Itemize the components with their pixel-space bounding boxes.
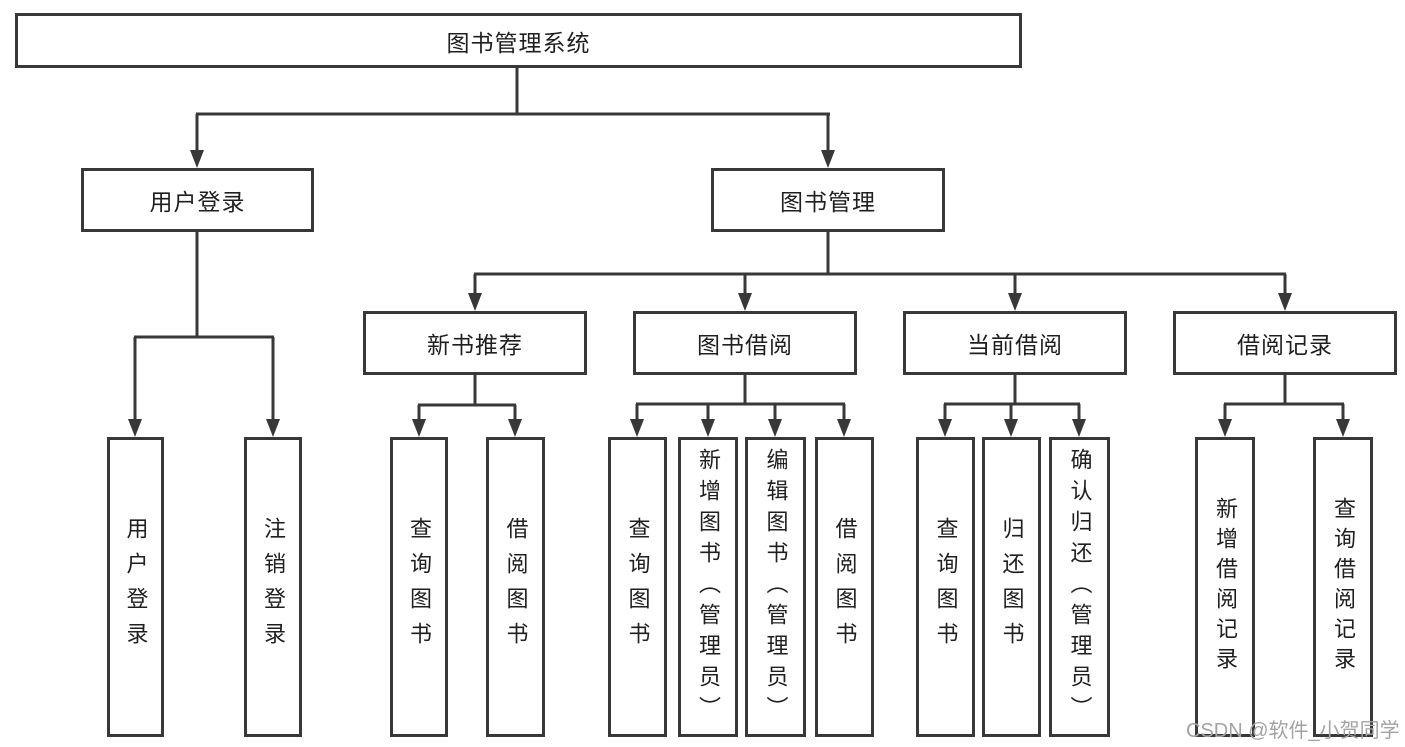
node-root-label: 图书管理系统	[446, 29, 591, 56]
leaf-recommend-query-books: 查询图书	[390, 437, 448, 737]
node-book-management: 图书管理	[711, 168, 945, 232]
leaf-logout-label: 注销登录	[261, 517, 286, 657]
leaf-recommend-query-books-label: 查询图书	[407, 517, 432, 657]
node-new-book-recommend-label: 新书推荐	[427, 332, 523, 358]
node-book-borrow-label: 图书借阅	[697, 332, 793, 358]
leaf-return-books-label: 归还图书	[999, 517, 1025, 657]
leaf-edit-books-admin-label: 编辑图书（管理员）	[763, 447, 789, 727]
node-user-login-label: 用户登录	[149, 189, 246, 215]
leaf-confirm-return-admin: 确认归还（管理员）	[1049, 437, 1110, 737]
node-current-borrow-label: 当前借阅	[967, 332, 1063, 358]
node-new-book-recommend: 新书推荐	[363, 311, 587, 375]
node-user-login: 用户登录	[81, 168, 314, 232]
leaf-recommend-borrow-books: 借阅图书	[486, 437, 545, 737]
leaf-logout: 注销登录	[244, 437, 302, 737]
node-root: 图书管理系统	[15, 13, 1022, 68]
node-current-borrow: 当前借阅	[903, 311, 1127, 375]
leaf-confirm-return-admin-label: 确认归还（管理员）	[1067, 447, 1093, 727]
leaf-borrow-query-books: 查询图书	[608, 437, 667, 737]
leaf-recommend-borrow-books-label: 借阅图书	[503, 517, 529, 657]
leaf-query-borrow-record-label: 查询借阅记录	[1331, 497, 1356, 677]
leaf-add-books-admin-label: 新增图书（管理员）	[696, 447, 721, 727]
leaf-add-borrow-record: 新增借阅记录	[1195, 437, 1255, 737]
watermark: CSDN @软件_小贺同学	[1186, 720, 1400, 742]
leaf-user-login-label: 用户登录	[123, 517, 149, 657]
leaf-add-books-admin: 新增图书（管理员）	[678, 437, 738, 737]
leaf-add-borrow-record-label: 新增借阅记录	[1213, 497, 1238, 677]
node-borrow-records-label: 借阅记录	[1237, 332, 1333, 358]
leaf-borrow-query-books-label: 查询图书	[625, 517, 651, 657]
leaf-return-books: 归还图书	[982, 437, 1041, 737]
leaf-current-query-books: 查询图书	[916, 437, 975, 737]
leaf-edit-books-admin: 编辑图书（管理员）	[745, 437, 806, 737]
node-book-management-label: 图书管理	[780, 189, 876, 215]
leaf-borrow-books-label: 借阅图书	[832, 517, 858, 657]
node-borrow-records: 借阅记录	[1173, 311, 1397, 375]
leaf-query-borrow-record: 查询借阅记录	[1313, 437, 1373, 737]
node-book-borrow: 图书借阅	[633, 311, 857, 375]
leaf-current-query-books-label: 查询图书	[933, 517, 959, 657]
leaf-borrow-books: 借阅图书	[815, 437, 874, 737]
leaf-user-login: 用户登录	[107, 437, 164, 737]
